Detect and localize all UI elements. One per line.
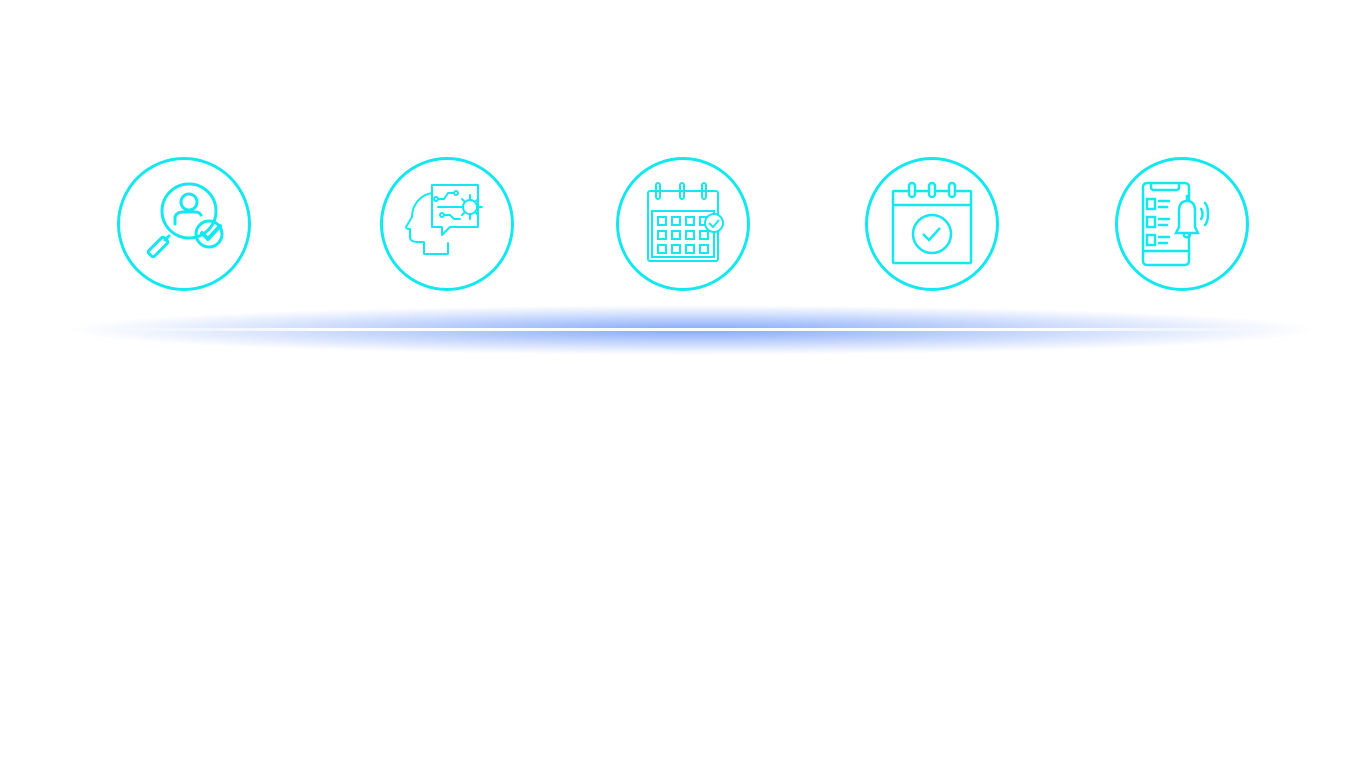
badge-phone-notification	[1115, 157, 1249, 291]
badge-calendar-approved	[865, 157, 999, 291]
phone-checklist-bell-icon	[1141, 181, 1210, 267]
calendar-approved-icon	[891, 181, 973, 265]
user-search-check-icon	[146, 182, 224, 259]
badge-ai-head	[380, 157, 514, 291]
divider-line	[80, 328, 1300, 331]
badge-calendar-check	[616, 157, 750, 291]
calendar-check-icon	[647, 182, 724, 262]
badge-user-search	[117, 157, 251, 291]
ai-head-gear-icon	[405, 184, 483, 255]
